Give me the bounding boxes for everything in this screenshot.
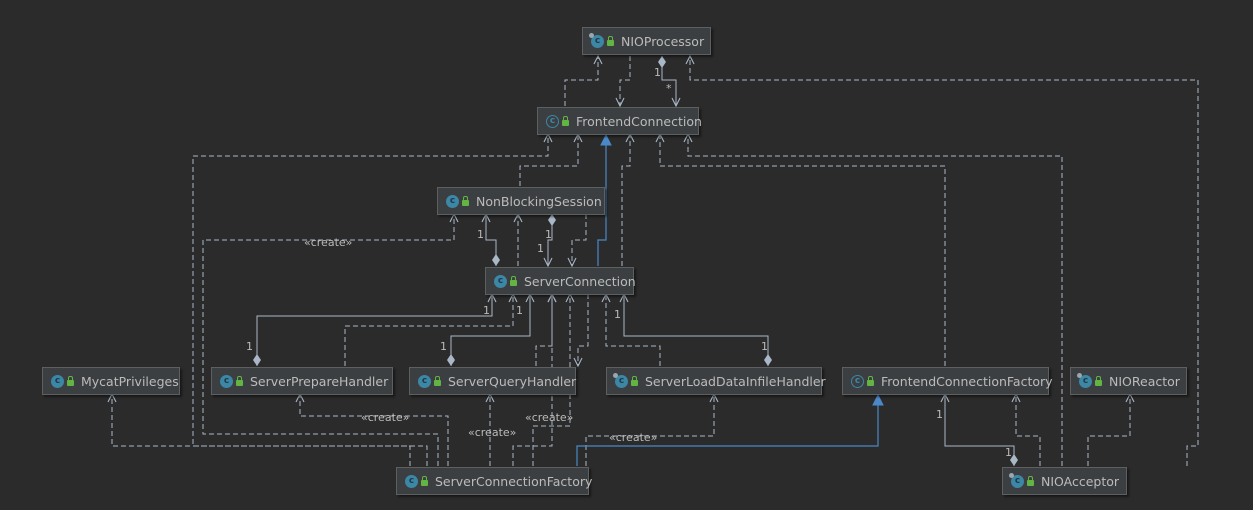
edge-factory-left-to-frontend bbox=[192, 134, 548, 466]
edge-scf-to-serverconn-b bbox=[532, 294, 570, 466]
class-icon: c bbox=[418, 374, 431, 388]
edge-processor-to-frontend bbox=[620, 56, 631, 106]
edge-scf-create-prepare bbox=[300, 394, 449, 466]
class-node-server-connection[interactable]: c ServerConnection bbox=[485, 267, 636, 295]
class-name: NIOReactor bbox=[1109, 373, 1180, 389]
create-stereotype: «create» bbox=[361, 411, 410, 424]
class-node-server-connection-factory[interactable]: c ServerConnectionFactory bbox=[396, 467, 593, 495]
composition-acceptor-fcf bbox=[945, 394, 1014, 466]
composition-session-serverconn bbox=[548, 214, 552, 266]
abstract-class-icon: c bbox=[546, 114, 559, 128]
edge-acceptor-to-frontend bbox=[688, 134, 1063, 466]
class-icon: c bbox=[220, 374, 233, 388]
class-node-nio-acceptor[interactable]: c NIOAcceptor bbox=[1002, 467, 1127, 495]
class-icon: c bbox=[51, 374, 64, 388]
create-stereotype: «create» bbox=[468, 426, 517, 439]
edge-session-to-frontend bbox=[519, 134, 578, 186]
edge-loaddata-to-serverconn bbox=[606, 294, 661, 366]
lock-icon bbox=[1095, 375, 1102, 386]
class-node-nio-processor[interactable]: c NIOProcessor bbox=[582, 27, 711, 55]
lock-icon bbox=[67, 375, 74, 386]
inherit-scf-fcf bbox=[576, 395, 878, 466]
class-name: ServerConnection bbox=[524, 273, 636, 289]
composition-loaddata-serverconn bbox=[624, 294, 768, 366]
edge-session-to-serverconn bbox=[572, 214, 587, 266]
class-name: ServerQueryHandler bbox=[448, 373, 577, 389]
class-node-mycat-privileges[interactable]: c MycatPrivileges bbox=[42, 367, 180, 395]
multiplicity-label: 1 bbox=[440, 340, 447, 353]
create-stereotype: «create» bbox=[609, 431, 658, 444]
lock-icon bbox=[631, 375, 638, 386]
edge-scf-create-loaddata bbox=[585, 394, 714, 466]
lock-icon bbox=[1027, 475, 1034, 486]
multiplicity-label: 1 bbox=[936, 408, 943, 421]
class-node-non-blocking-session[interactable]: c NonBlockingSession bbox=[437, 187, 605, 215]
class-name: NIOProcessor bbox=[621, 33, 705, 49]
lock-icon bbox=[462, 195, 469, 206]
lock-icon bbox=[421, 475, 428, 486]
class-node-server-load-data-infile-handler[interactable]: c ServerLoadDataInfileHandler bbox=[606, 367, 826, 395]
multiplicity-label: 1 bbox=[516, 304, 523, 317]
lock-icon bbox=[510, 275, 517, 286]
lock-icon bbox=[434, 375, 441, 386]
multiplicity-label: 1 bbox=[761, 340, 768, 353]
multiplicity-label: 1 bbox=[1005, 446, 1012, 459]
edge-fcf-to-frontend bbox=[660, 134, 946, 366]
class-node-server-query-handler[interactable]: c ServerQueryHandler bbox=[409, 367, 576, 395]
class-node-frontend-connection-factory[interactable]: c FrontendConnectionFactory bbox=[842, 367, 1053, 395]
class-icon: c bbox=[446, 194, 459, 208]
class-node-server-prepare-handler[interactable]: c ServerPrepareHandler bbox=[211, 367, 393, 395]
edge-serverconn-to-frontend bbox=[621, 134, 630, 266]
abstract-class-icon: c bbox=[851, 374, 864, 388]
edge-query-to-serverconn bbox=[535, 294, 552, 366]
class-node-frontend-connection[interactable]: c FrontendConnection bbox=[537, 107, 702, 135]
lock-icon bbox=[867, 375, 874, 386]
edge-acceptor-to-processor bbox=[690, 56, 1199, 466]
edge-serverconn-to-loaddata bbox=[578, 294, 589, 366]
edge-scf-to-mycat bbox=[112, 394, 411, 466]
multiplicity-label: * bbox=[666, 82, 672, 95]
class-name: FrontendConnection bbox=[576, 113, 702, 129]
edge-scf-to-serverconn-a bbox=[512, 294, 552, 466]
class-icon: c bbox=[405, 474, 418, 488]
composition-prepare-serverconn bbox=[257, 294, 492, 366]
multiplicity-label: 1 bbox=[537, 242, 544, 255]
create-stereotype: «create» bbox=[304, 236, 353, 249]
lock-icon bbox=[607, 35, 614, 46]
multiplicity-label: 1 bbox=[545, 228, 552, 241]
edge-acceptor-to-reactor bbox=[1087, 394, 1130, 466]
class-name: NIOAcceptor bbox=[1041, 473, 1120, 489]
edge-scf-create-session bbox=[202, 214, 454, 466]
edge-acceptor-to-fcf bbox=[1016, 394, 1041, 466]
class-icon: c bbox=[494, 274, 507, 288]
class-name: NonBlockingSession bbox=[476, 193, 602, 209]
class-node-nio-reactor[interactable]: c NIOReactor bbox=[1070, 367, 1187, 395]
class-name: ServerLoadDataInfileHandler bbox=[645, 373, 826, 389]
composition-processor-frontend bbox=[662, 56, 676, 106]
create-stereotype: «create» bbox=[525, 411, 574, 424]
lock-icon bbox=[562, 115, 569, 126]
class-icon: c bbox=[1009, 472, 1024, 488]
edge-frontend-to-processor bbox=[564, 56, 598, 106]
class-icon: c bbox=[589, 32, 604, 48]
class-icon: c bbox=[1077, 372, 1092, 388]
class-name: FrontendConnectionFactory bbox=[881, 373, 1053, 389]
multiplicity-label: 1 bbox=[246, 340, 253, 353]
composition-query-serverconn bbox=[451, 294, 530, 366]
class-name: ServerConnectionFactory bbox=[435, 473, 593, 489]
class-name: ServerPrepareHandler bbox=[250, 373, 389, 389]
inherit-serverconn-frontend bbox=[597, 135, 606, 266]
multiplicity-label: 1 bbox=[614, 308, 621, 321]
lock-icon bbox=[236, 375, 243, 386]
multiplicity-label: 1 bbox=[654, 66, 661, 79]
multiplicity-label: 1 bbox=[483, 304, 490, 317]
multiplicity-label: 1 bbox=[477, 228, 484, 241]
class-icon: c bbox=[613, 372, 628, 388]
class-name: MycatPrivileges bbox=[81, 373, 179, 389]
composition-serverconn-session bbox=[486, 214, 496, 266]
